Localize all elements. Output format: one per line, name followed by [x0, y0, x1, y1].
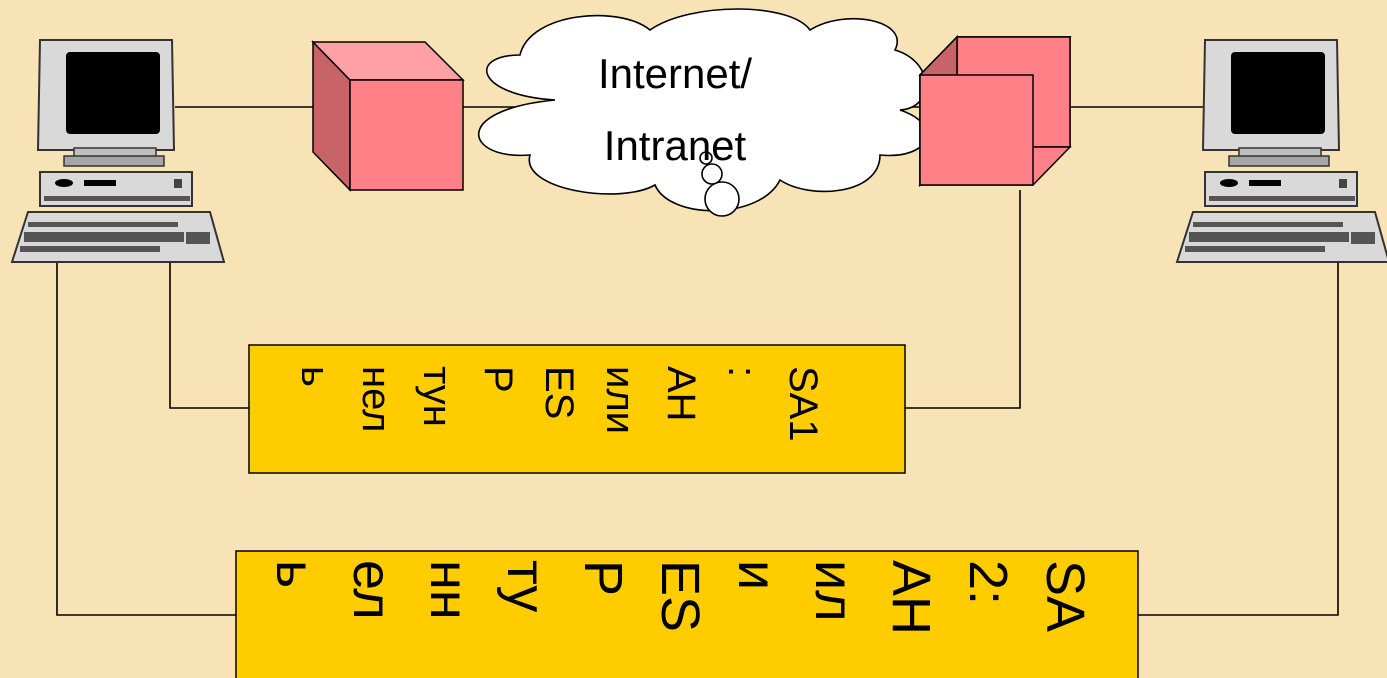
sa2-line-7: P — [573, 560, 633, 596]
cloud-icon: Internet/ Intranet — [477, 8, 928, 217]
sa1-line-4: или — [598, 366, 642, 434]
line-sa2-right — [1138, 262, 1339, 616]
left-gateway-cube-icon — [311, 40, 465, 192]
line-sa2-left — [56, 262, 236, 616]
sa2-line-11: ь — [265, 560, 325, 588]
cloud-bubble-small — [699, 151, 713, 165]
sa2-line-4: ил — [804, 560, 864, 622]
sa1-line-8: нел — [354, 366, 398, 432]
sa1-line-2: : — [720, 366, 764, 377]
cloud-label-line2: Intranet — [604, 122, 747, 169]
sa1-line-5: ES — [537, 366, 581, 419]
sa2-line-8: ту — [496, 560, 556, 612]
line-sa1-left — [169, 262, 249, 409]
cloud-bubble-medium — [701, 163, 723, 185]
line-sa1-right — [905, 190, 1021, 409]
sa1-line-1: SA1 — [781, 366, 825, 442]
sa2-line-3: AH — [881, 560, 941, 635]
sa2-line-10: ел — [342, 560, 402, 620]
sa1-line-7: тун — [415, 366, 459, 427]
sa1-line-9: ь — [293, 366, 337, 387]
right-gateway-cube-icon — [918, 35, 1072, 187]
sa2-line-1: SA — [1035, 560, 1095, 632]
sa2-line-2: 2: — [958, 560, 1018, 605]
sa2-line-6: ES — [650, 560, 710, 632]
sa1-line-6: P — [476, 366, 520, 393]
sa2-line-9: нн — [419, 560, 479, 620]
left-computer-icon — [11, 39, 225, 263]
cloud-bubble-large — [704, 181, 740, 217]
sa2-line-5: и — [727, 560, 787, 590]
right-computer-icon — [1176, 39, 1387, 263]
cloud-label-line1: Internet/ — [598, 50, 752, 97]
sa1-line-3: AH — [659, 366, 703, 422]
